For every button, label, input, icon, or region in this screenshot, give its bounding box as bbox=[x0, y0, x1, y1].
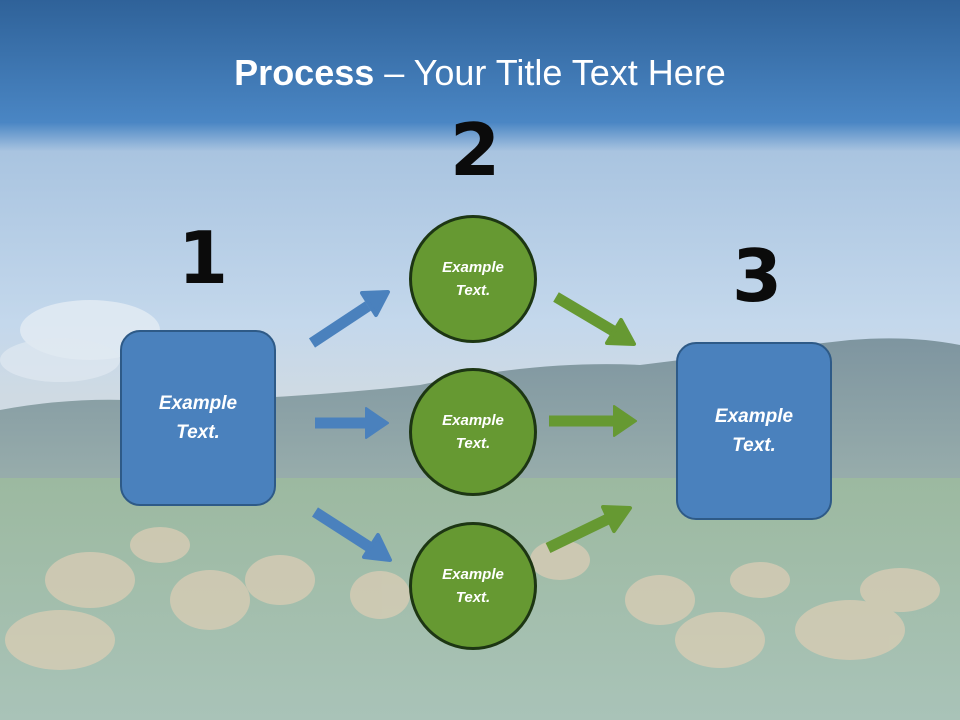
step-number-2: 2 bbox=[450, 108, 501, 192]
circle-top-text: Example Text. bbox=[442, 259, 504, 299]
step-3-box[interactable]: Example Text. bbox=[676, 342, 832, 520]
step-3-text: Example Text. bbox=[714, 406, 794, 456]
green-arrow-down bbox=[553, 292, 636, 346]
circle-top[interactable]: Example Text. bbox=[409, 215, 537, 343]
title-bold: Process bbox=[234, 52, 375, 93]
circle-middle-text: Example Text. bbox=[442, 412, 504, 452]
green-arrow-right bbox=[549, 405, 637, 437]
slide-title: Process – Your Title Text Here bbox=[0, 52, 960, 94]
blue-arrow-up bbox=[308, 290, 390, 348]
step-1-box[interactable]: Example Text. bbox=[120, 330, 276, 506]
circle-bottom-text: Example Text. bbox=[442, 566, 504, 606]
step-number-3: 3 bbox=[732, 234, 783, 318]
green-arrow-up bbox=[545, 505, 632, 553]
circle-bottom[interactable]: Example Text. bbox=[409, 522, 537, 650]
blue-arrow-down bbox=[312, 507, 392, 562]
blue-arrow-right bbox=[315, 407, 389, 439]
title-rest: – Your Title Text Here bbox=[374, 52, 726, 93]
step-1-text: Example Text. bbox=[158, 393, 238, 443]
circle-middle[interactable]: Example Text. bbox=[409, 368, 537, 496]
step-number-1: 1 bbox=[178, 216, 229, 300]
